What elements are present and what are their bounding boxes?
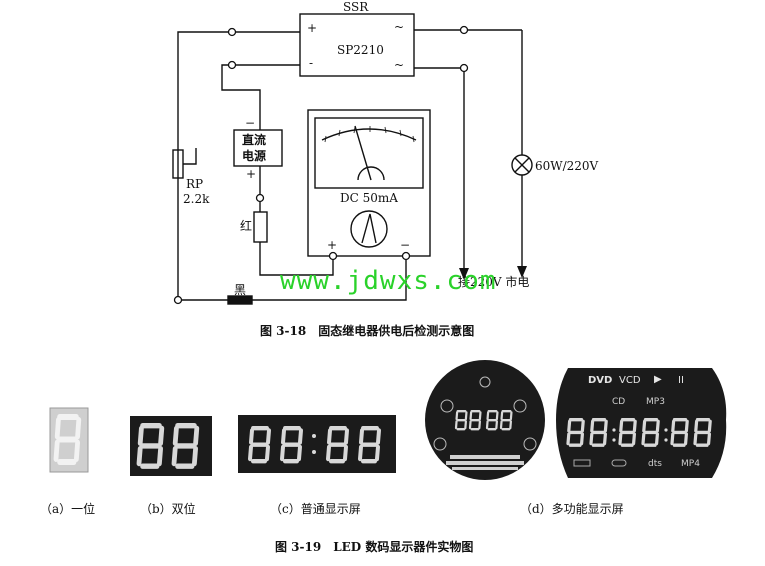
panel-a-label: （a）一位 bbox=[40, 502, 96, 516]
panel-b-label: （b）双位 bbox=[140, 502, 196, 516]
ssr-ac2-label: ~ bbox=[394, 58, 405, 72]
wire-ssr-plus bbox=[177, 31, 300, 300]
black-lead-label: 黑 bbox=[234, 283, 247, 297]
dvd-indicator: DVD bbox=[588, 375, 613, 386]
figure1-caption: 图 3-18 固态继电器供电后检测示意图 bbox=[260, 324, 475, 338]
red-lead-label: 红 bbox=[240, 219, 253, 233]
lamp bbox=[511, 154, 533, 176]
meter-scale bbox=[321, 128, 417, 141]
round-multifunction-display bbox=[425, 360, 545, 480]
mains-label: 接220V 市电 bbox=[458, 275, 530, 289]
ssr-plus-label: + bbox=[307, 21, 318, 35]
ssr-box bbox=[299, 13, 415, 77]
ssr-minus-label: - bbox=[309, 56, 314, 70]
vcd-indicator: VCD bbox=[619, 375, 641, 386]
pause-indicator: II bbox=[678, 375, 684, 386]
panel-c-label: （c）普通显示屏 bbox=[270, 502, 361, 516]
meter-body bbox=[307, 109, 431, 257]
meter-needle bbox=[354, 125, 372, 181]
circuit-diagram bbox=[172, 13, 533, 305]
ssr-model: SP2210 bbox=[337, 43, 384, 57]
meter-label: DC 50mA bbox=[340, 191, 398, 205]
clock-display bbox=[238, 415, 396, 473]
wire-ssr-minus bbox=[221, 64, 300, 130]
lamp-label: 60W/220V bbox=[535, 159, 599, 173]
dual-digit-display bbox=[130, 416, 212, 476]
dc-supply-line1: 直流 bbox=[242, 133, 267, 147]
rect-multifunction-display bbox=[556, 368, 727, 478]
panel-d-label: （d）多功能显示屏 bbox=[520, 502, 624, 516]
dts-indicator: dts bbox=[648, 459, 662, 469]
meter-minus-label: − bbox=[400, 238, 411, 252]
dc-supply-line2: 电源 bbox=[242, 149, 267, 163]
meter-plus-label: + bbox=[327, 238, 338, 252]
pot-label: RP bbox=[186, 177, 204, 191]
led-displays bbox=[49, 360, 727, 480]
play-indicator: ▶ bbox=[654, 374, 662, 385]
supply-plus-label: + bbox=[246, 167, 257, 181]
dc-supply-box bbox=[233, 129, 283, 167]
black-lead bbox=[227, 295, 253, 305]
figure2-caption: 图 3-19 LED 数码显示器件实物图 bbox=[275, 540, 474, 554]
meter-knob bbox=[350, 210, 388, 248]
ssr-label: SSR bbox=[343, 0, 369, 14]
mp3-indicator: MP3 bbox=[646, 397, 665, 407]
pot-value: 2.2k bbox=[183, 192, 210, 206]
watermark: www.jdwxs.com bbox=[280, 266, 497, 296]
single-digit-display bbox=[49, 407, 89, 473]
cd-indicator: CD bbox=[612, 397, 626, 407]
red-lead-resistor bbox=[253, 211, 268, 243]
ssr-ac1-label: ~ bbox=[394, 20, 405, 34]
mp4-indicator: MP4 bbox=[681, 459, 700, 469]
supply-minus-label: − bbox=[245, 116, 256, 130]
